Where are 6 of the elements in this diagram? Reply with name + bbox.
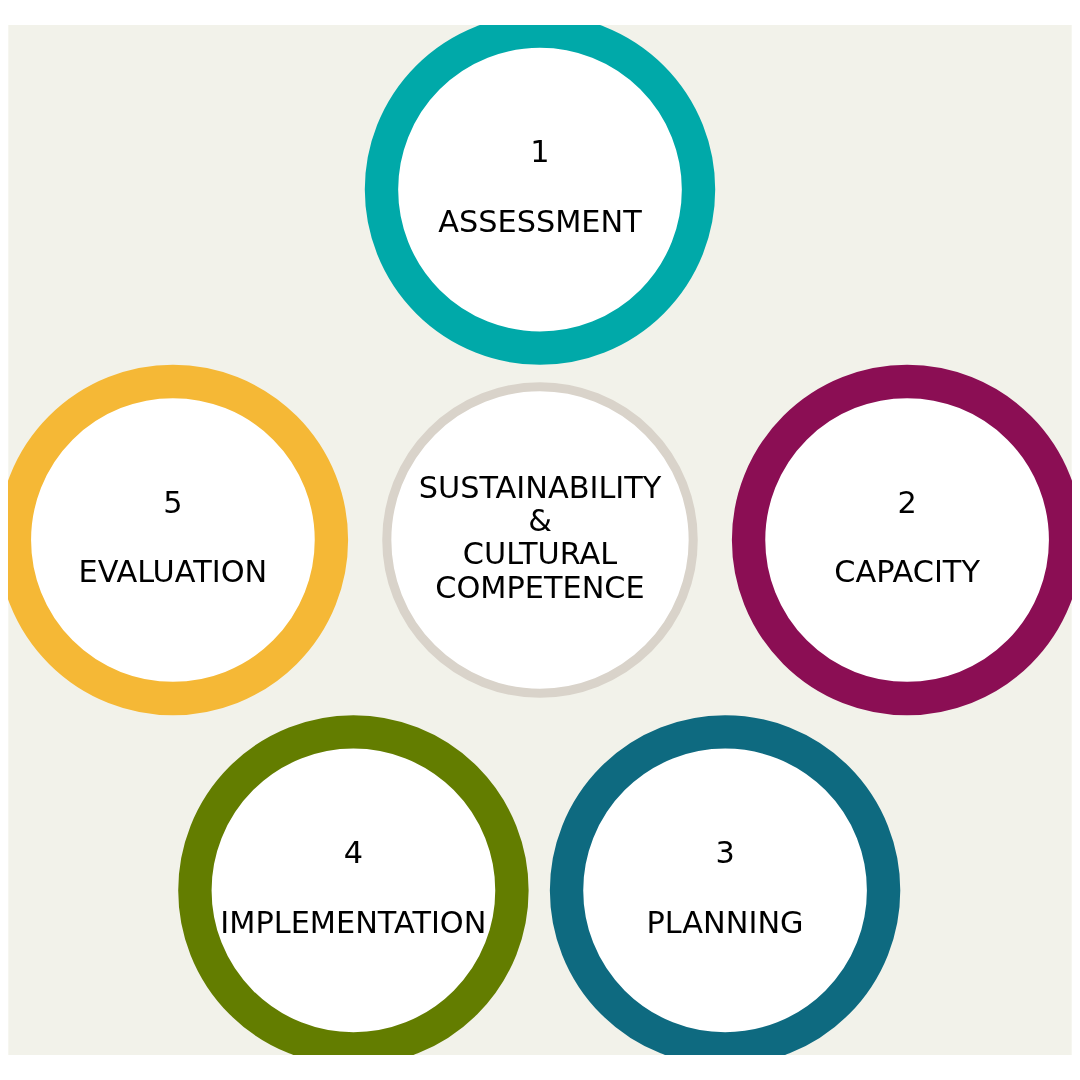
node-circle: 4 IMPLEMENTATION xyxy=(178,715,529,1055)
node-circle: SUSTAINABILITY & CULTURAL COMPETENCE xyxy=(382,382,698,698)
node-circle: 3 PLANNING xyxy=(549,715,901,1055)
node-circle: 2 CAPACITY xyxy=(731,364,1072,716)
node-circle: 1 ASSESSMENT xyxy=(364,25,716,365)
node-circle: 5 EVALUATION xyxy=(8,364,349,716)
